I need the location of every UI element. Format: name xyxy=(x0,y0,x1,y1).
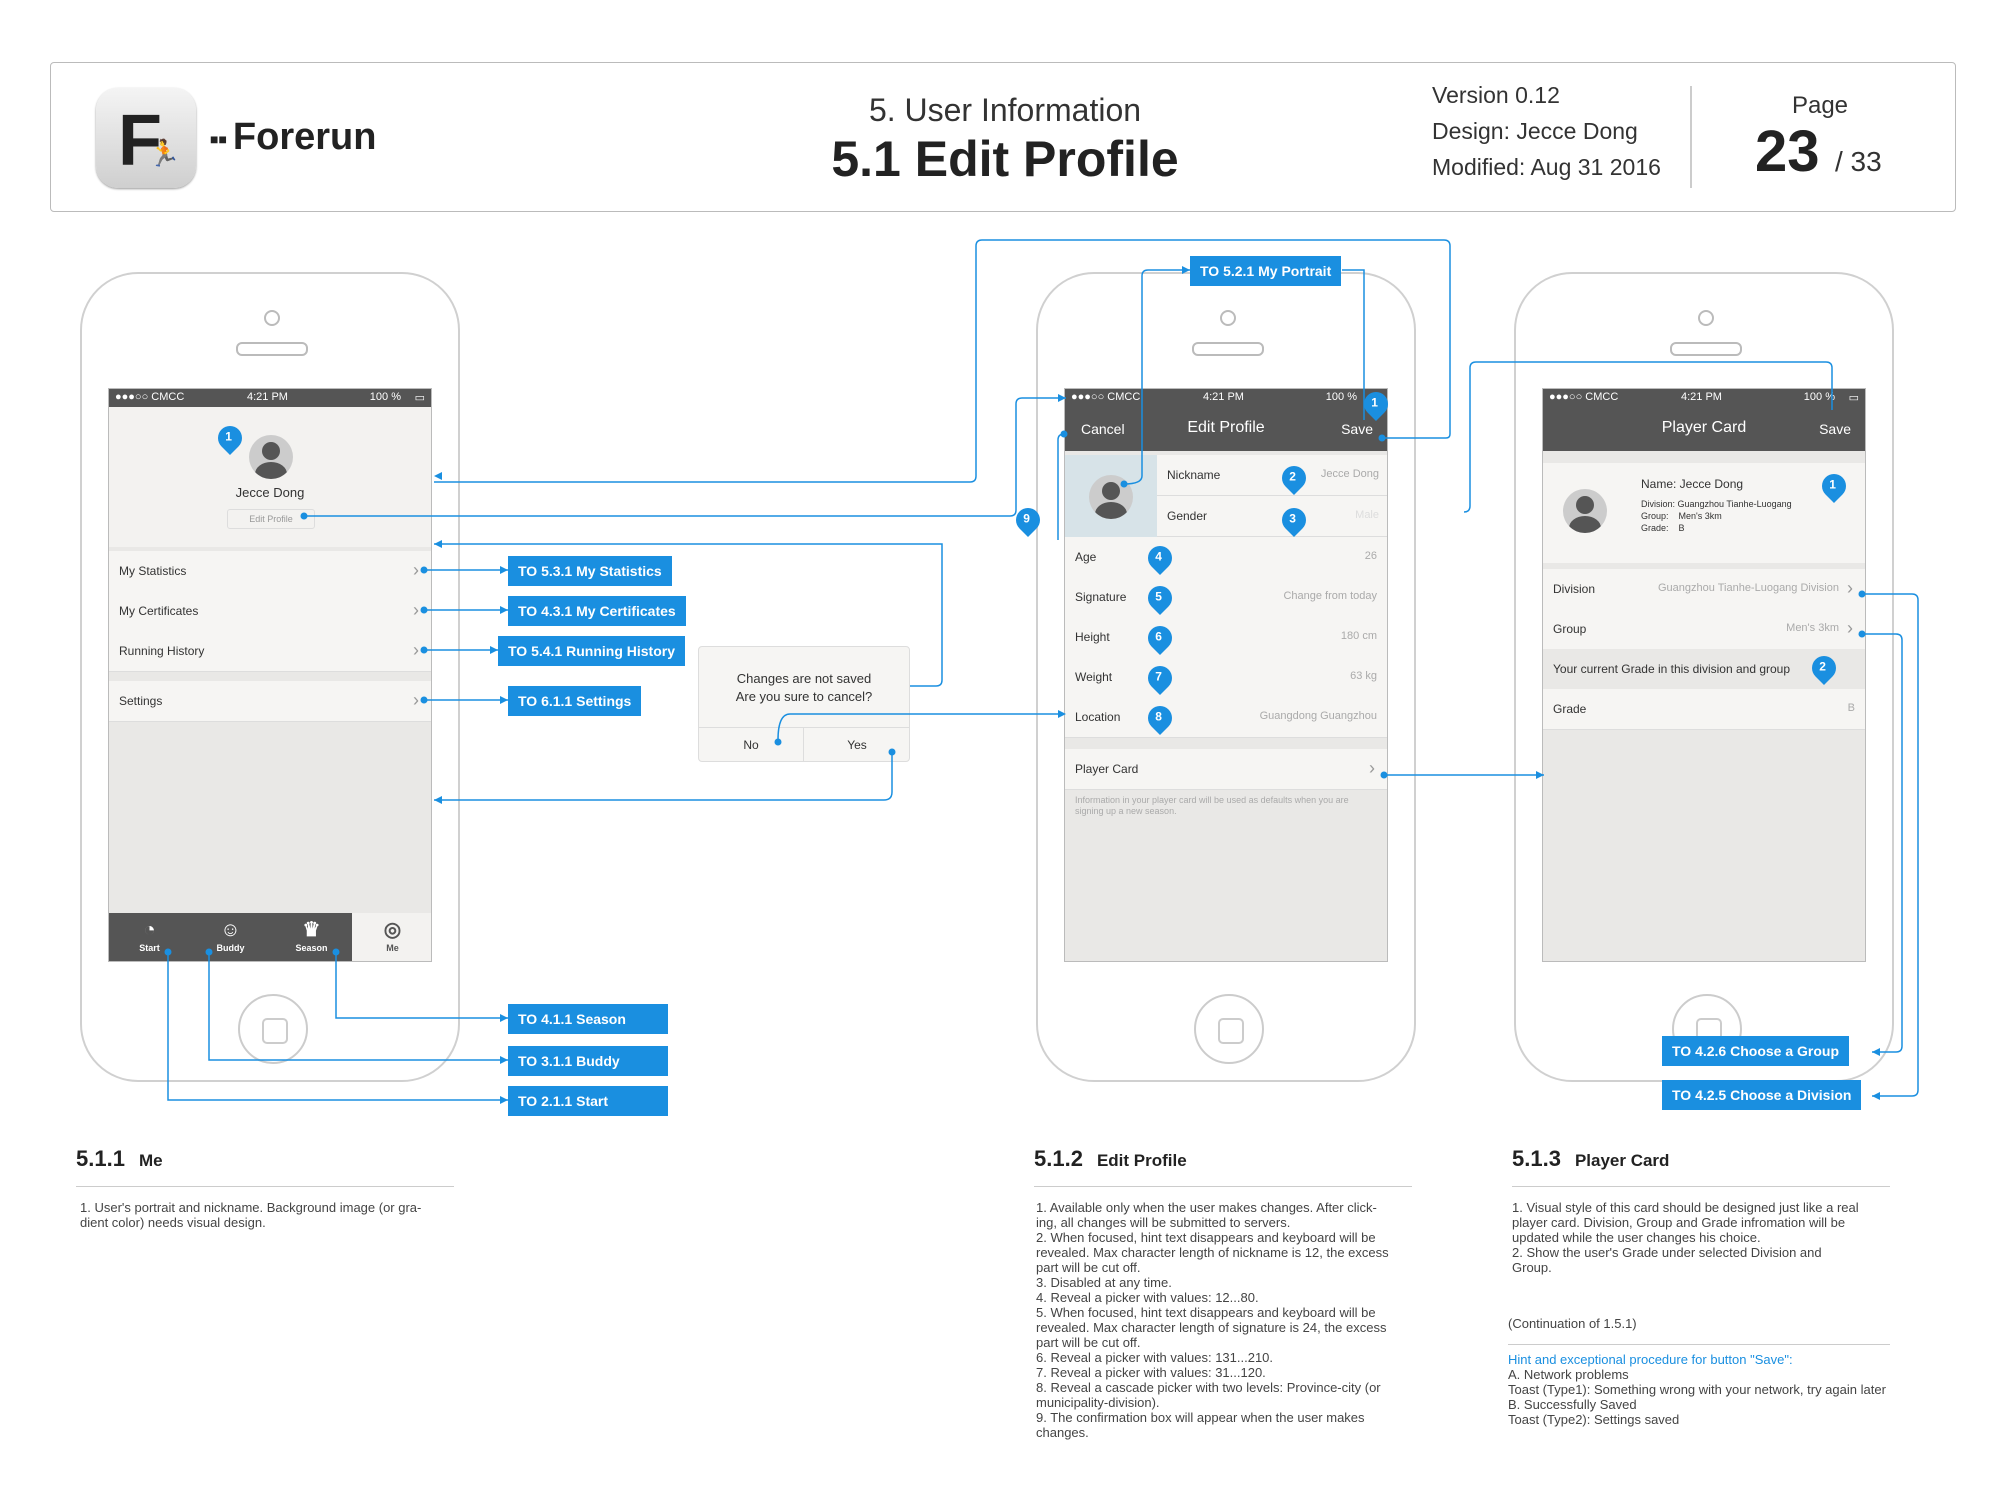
dialog-line-1: Changes are not saved xyxy=(736,671,872,686)
home-button[interactable] xyxy=(1194,994,1264,1064)
edit-profile-button[interactable]: Edit Profile xyxy=(227,509,315,529)
notes-me: 1. User's portrait and nickname. Backgro… xyxy=(80,1200,422,1230)
profile-icon: ◎ xyxy=(383,919,402,941)
header-divider xyxy=(1690,86,1692,188)
battery-icon: ▭ xyxy=(1848,392,1859,404)
chevron-right-icon: › xyxy=(413,600,419,620)
designer: Design: Jecce Dong xyxy=(1432,118,1638,144)
section-name: 5. User Information xyxy=(868,92,1142,128)
tab-buddy[interactable]: ☺Buddy xyxy=(190,913,271,961)
page-number: 23 xyxy=(1755,119,1820,184)
chevron-right-icon: › xyxy=(413,690,419,710)
card-group: Group: Men's 3km xyxy=(1641,511,1722,521)
card-division: Division: Guangzhou Tianhe-Luogang xyxy=(1641,499,1792,509)
callout-my-portrait[interactable]: TO 5.2.1 My Portrait xyxy=(1190,256,1342,286)
runner-icon: 🏃 xyxy=(148,138,181,168)
nickname: Jecce Dong xyxy=(235,485,305,500)
divider xyxy=(76,1186,454,1187)
page-title: 5.1 Edit Profile xyxy=(831,131,1179,187)
page-label: Page xyxy=(1791,92,1849,119)
trophy-icon: ♛ xyxy=(302,919,321,941)
card-grade: Grade: B xyxy=(1641,523,1685,533)
chevron-right-icon: › xyxy=(1847,578,1853,598)
notes-player-card: 1. Visual style of this card should be d… xyxy=(1512,1200,1859,1275)
row-running-history[interactable]: Running History› xyxy=(109,631,431,672)
modified-date: Modified: Aug 31 2016 xyxy=(1432,154,1661,180)
callout-running-history[interactable]: TO 5.4.1 Running History xyxy=(498,636,685,666)
save-button[interactable]: Save xyxy=(1341,421,1373,437)
row-my-certificates[interactable]: My Certificates› xyxy=(109,591,431,632)
callout-settings[interactable]: TO 6.1.1 Settings xyxy=(508,686,642,716)
player-card-hint: Information in your player card will be … xyxy=(1075,795,1349,816)
user-list-icon: ☺ xyxy=(220,919,241,941)
callout-my-statistics[interactable]: TO 5.3.1 My Statistics xyxy=(508,556,672,586)
chevron-right-icon: › xyxy=(413,560,419,580)
cancel-button[interactable]: Cancel xyxy=(1081,421,1125,437)
chevron-right-icon: › xyxy=(413,640,419,660)
divider xyxy=(1508,1344,1890,1345)
dialog-yes-button[interactable]: Yes xyxy=(803,727,910,762)
player-card-summary: Name: Jecce Dong Division: Guangzhou Tia… xyxy=(1543,463,1865,563)
battery-icon: ▭ xyxy=(414,392,425,404)
tab-bar: ◔Start ☺Buddy ♛Season ◎Me xyxy=(109,913,431,961)
row-my-statistics[interactable]: My Statistics› xyxy=(109,551,431,592)
confirm-dialog: Changes are not saved Are you sure to ca… xyxy=(698,646,910,762)
dialog-line-2: Are you sure to cancel? xyxy=(735,689,873,704)
divider xyxy=(1034,1186,1412,1187)
card-name: Name: Jecce Dong xyxy=(1641,477,1744,491)
speedometer-icon: ◔ xyxy=(143,919,156,941)
avatar xyxy=(1563,489,1607,533)
app-logo: F🏃 xyxy=(96,88,196,188)
tab-me[interactable]: ◎Me xyxy=(352,913,431,961)
callout-buddy[interactable]: TO 3.1.1 Buddy xyxy=(508,1046,668,1076)
callout-choose-group[interactable]: TO 4.2.6 Choose a Group xyxy=(1662,1036,1850,1066)
callout-my-certificates[interactable]: TO 4.3.1 My Certificates xyxy=(508,596,686,626)
home-button[interactable] xyxy=(238,994,308,1064)
dialog-no-button[interactable]: No xyxy=(699,727,803,762)
profile-header: Jecce Dong Edit Profile xyxy=(109,407,431,547)
chevron-right-icon: › xyxy=(1847,618,1853,638)
chevron-right-icon: › xyxy=(1369,758,1375,778)
version: Version 0.12 xyxy=(1432,82,1560,108)
notes-edit-profile: 1. Available only when the user makes ch… xyxy=(1036,1200,1389,1440)
header-frame xyxy=(50,62,1956,212)
continuation-note: (Continuation of 1.5.1) xyxy=(1508,1316,1637,1331)
page-total: / 33 xyxy=(1835,146,1882,177)
save-button[interactable]: Save xyxy=(1819,421,1851,437)
row-settings[interactable]: Settings› xyxy=(109,681,431,722)
tab-start[interactable]: ◔Start xyxy=(109,913,190,961)
callout-season[interactable]: TO 4.1.1 Season xyxy=(508,1004,668,1034)
callout-start[interactable]: TO 2.1.1 Start xyxy=(508,1086,668,1116)
tab-season[interactable]: ♛Season xyxy=(271,913,352,961)
row-player-card[interactable]: Player Card› xyxy=(1065,749,1387,790)
callout-choose-division[interactable]: TO 4.2.5 Choose a Division xyxy=(1662,1080,1862,1110)
save-hint-notes: Hint and exceptional procedure for butto… xyxy=(1508,1352,1886,1427)
divider xyxy=(1512,1186,1890,1187)
avatar[interactable] xyxy=(249,435,293,479)
brand-name: ■■Forerun xyxy=(210,116,377,158)
